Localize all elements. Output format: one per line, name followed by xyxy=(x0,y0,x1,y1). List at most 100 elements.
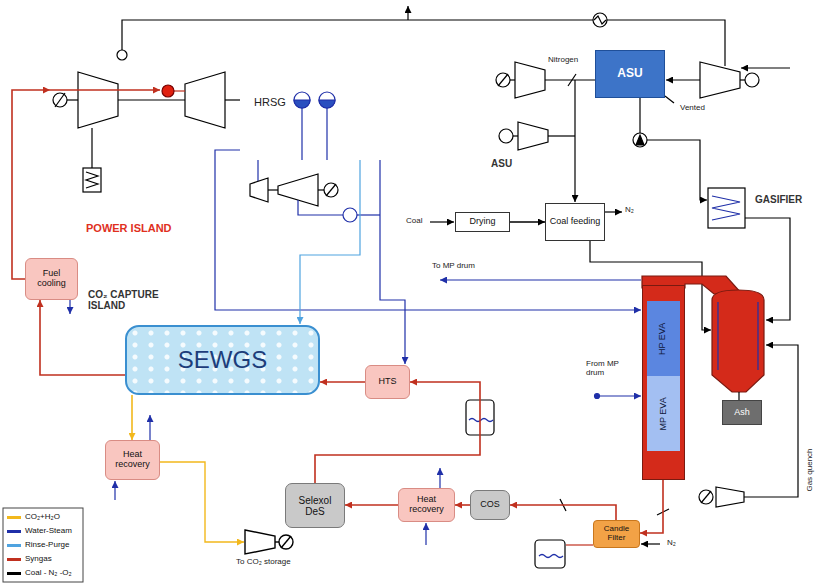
steam-cycle xyxy=(425,523,426,545)
co2-compression xyxy=(245,530,275,554)
legend-swatch xyxy=(7,544,21,547)
legend-swatch xyxy=(7,530,21,533)
flow-connector xyxy=(40,300,125,375)
steam-cycle xyxy=(257,160,258,181)
air-separation-equipment xyxy=(515,62,545,98)
air-separation-equipment xyxy=(513,135,518,136)
air-separation-equipment xyxy=(745,73,759,87)
gasifier-equipment xyxy=(717,302,718,370)
gas-turbine xyxy=(86,172,98,188)
stream-label: Gas quench xyxy=(806,448,815,491)
flow-connector xyxy=(455,504,470,506)
stream-label: N₂ xyxy=(667,539,676,548)
hrsg-unit: HRSG xyxy=(240,45,395,160)
flow-connector xyxy=(640,480,663,533)
island-region: CO₂ CAPTURE ISLANDFuel coolingSEWGSHTSHe… xyxy=(20,247,570,583)
gasifier-equipment xyxy=(605,211,622,212)
gas-turbine xyxy=(118,99,185,100)
gas-turbine xyxy=(53,93,67,107)
process-box: Drying xyxy=(455,212,510,232)
legend-frame xyxy=(3,508,83,582)
air-separation-equipment xyxy=(639,98,640,133)
evaporator-column: HP EVAMP EVA xyxy=(642,285,685,480)
co2-compression xyxy=(279,535,293,549)
stream-label: Nitrogen xyxy=(548,56,578,65)
box-label: Coal feeding xyxy=(550,217,601,227)
air-separation-equipment xyxy=(666,79,700,80)
island-region: POWER ISLAND HRSG xyxy=(50,42,412,245)
region-label: ASU xyxy=(491,158,512,169)
box-label: Heat recovery xyxy=(402,495,451,515)
section-label: MP EVA xyxy=(659,397,669,430)
legend-label: Syngas xyxy=(25,555,52,564)
flow-connector xyxy=(510,505,616,520)
legend-label: Rinse-Purge xyxy=(25,541,69,550)
gas-turbine xyxy=(174,90,185,91)
gas-turbine xyxy=(185,72,225,128)
steam-cycle xyxy=(294,100,310,108)
island-region: GASIFIERDryingCoal feedingHP EVAMP EVAAs… xyxy=(422,183,821,583)
steam-cycle xyxy=(300,160,360,324)
air-separation-equipment xyxy=(636,135,644,145)
process-box: Candle Filter xyxy=(593,520,640,548)
air-separation-equipment xyxy=(518,122,548,150)
region-label: POWER ISLAND xyxy=(86,222,172,234)
steam-cycle xyxy=(595,394,600,399)
steam-cycle xyxy=(319,92,335,108)
box-label: Drying xyxy=(469,217,495,227)
evaporator-section: MP EVA xyxy=(647,376,680,451)
air-separation-equipment xyxy=(496,73,510,87)
region-outline xyxy=(483,42,812,178)
steam-cycle xyxy=(440,279,641,280)
legend-label: Coal - N₂ -O₂ xyxy=(25,569,72,578)
air-separation-equipment xyxy=(665,96,674,103)
region-outline xyxy=(50,42,412,245)
steam-cycle xyxy=(215,150,641,310)
air-separation-equipment xyxy=(499,129,513,143)
steam-cycle xyxy=(114,481,115,500)
process-box: HTS xyxy=(365,365,410,399)
steam-cycle xyxy=(324,183,338,197)
box-label: Candle Filter xyxy=(597,525,636,543)
steam-cycle xyxy=(597,395,641,396)
steam-cycle xyxy=(326,184,336,196)
air-separation-equipment xyxy=(741,67,790,68)
region-label: HRSG xyxy=(254,96,286,108)
steam-cycle xyxy=(594,16,606,24)
steam-cycle xyxy=(250,178,268,202)
process-box: Selexol DeS xyxy=(285,483,345,528)
steam-cycle xyxy=(318,189,324,190)
box-label: SEWGS xyxy=(178,347,267,373)
co2-compression xyxy=(160,462,244,542)
process-box: COS xyxy=(470,490,510,520)
air-separation-equipment xyxy=(633,133,647,147)
box-label: Ash xyxy=(734,408,750,418)
flow-connector xyxy=(131,395,133,440)
stream-label: Coal xyxy=(406,217,422,226)
gasifier-equipment xyxy=(701,491,711,503)
steam-cycle xyxy=(70,6,725,545)
process-box: Ash xyxy=(722,400,762,425)
co2-compression xyxy=(160,462,293,554)
air-separation-equipment xyxy=(647,140,707,200)
steam-cycle xyxy=(319,100,335,108)
legend-frame xyxy=(3,508,83,582)
stream-label: N₂ xyxy=(625,206,634,215)
co2-compression xyxy=(281,536,291,548)
stream-label: To MP drum xyxy=(432,262,475,271)
gas-turbine xyxy=(83,168,101,192)
gasifier-equipment xyxy=(535,540,565,568)
gas-turbine xyxy=(225,99,240,100)
stream-label: From MP drum xyxy=(586,360,636,378)
air-separation-equipment xyxy=(510,79,515,80)
steam-cycle xyxy=(149,415,150,440)
gasifier-equipment xyxy=(712,290,764,392)
legend-swatch xyxy=(7,558,21,561)
gas-turbine xyxy=(50,72,240,192)
legend-row: Coal - N₂ -O₂ xyxy=(7,567,72,579)
gasifier-equipment xyxy=(566,544,593,545)
legend-swatch xyxy=(7,516,21,519)
gasifier-equipment xyxy=(430,188,798,568)
steam-cycle xyxy=(380,160,405,364)
gasifier-equipment xyxy=(641,543,660,544)
